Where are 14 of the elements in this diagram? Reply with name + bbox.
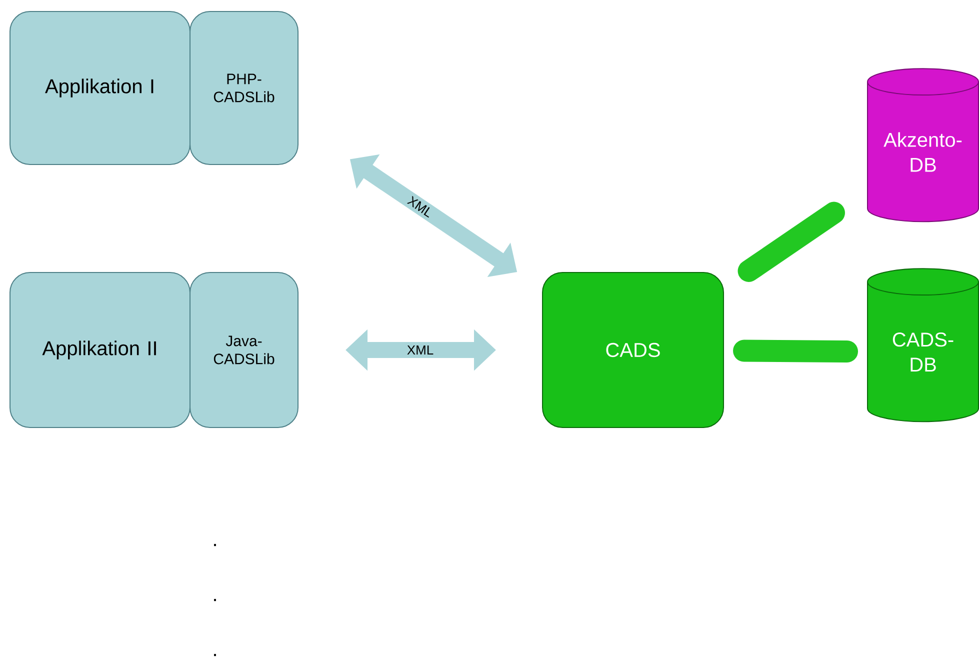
ellipsis-dot: . <box>214 598 216 602</box>
database-cylinder: Akzento-DB <box>867 68 979 222</box>
edge-label: XML <box>407 346 434 354</box>
app-box: Applikation I <box>10 11 190 165</box>
pipe-connector <box>738 202 845 282</box>
edge-label: XML <box>406 196 430 218</box>
server-box: CADS <box>542 272 724 428</box>
app-box: Applikation II <box>10 272 190 428</box>
pipe-connector <box>733 340 858 362</box>
ellipsis-dot: . <box>214 654 216 656</box>
ellipsis-dot: . <box>214 544 216 546</box>
database-cylinder: CADS-DB <box>867 268 979 422</box>
library-box: Java-CADSLib <box>190 272 298 428</box>
library-box: PHP-CADSLib <box>190 11 298 165</box>
